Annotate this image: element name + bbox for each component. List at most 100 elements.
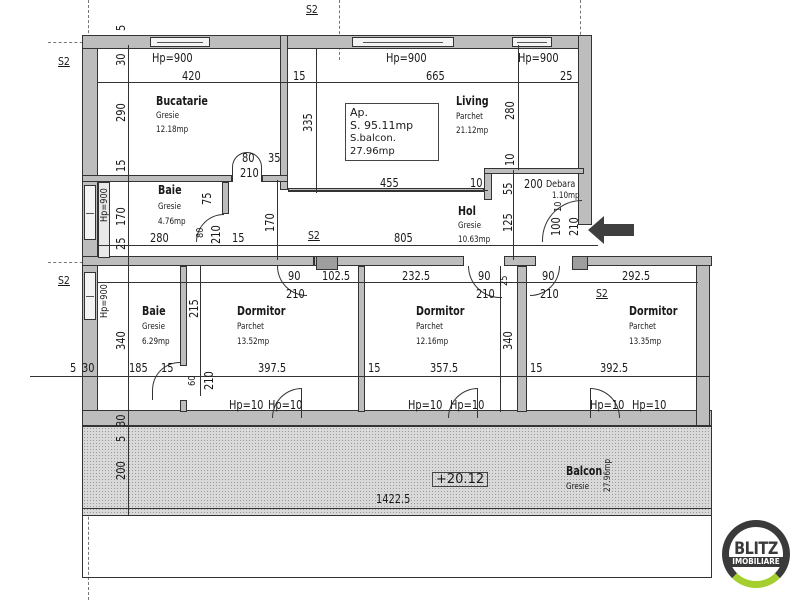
wall-right-outer	[578, 35, 592, 225]
dimension: 25	[499, 275, 510, 286]
room-area: 13.35mp	[629, 337, 662, 347]
dimension-line	[277, 180, 278, 260]
column	[572, 256, 588, 270]
dimension-line	[316, 48, 317, 193]
section-marker: S2	[306, 3, 318, 16]
room-material: Parchet	[416, 322, 444, 332]
balcony-area	[82, 426, 712, 516]
wall-room2-left	[358, 266, 365, 412]
dimension: 210	[240, 166, 259, 180]
dimension: 125	[501, 213, 515, 232]
axis-line	[48, 262, 88, 263]
wall-debara	[484, 170, 492, 200]
dimension-line	[98, 282, 698, 283]
dimension: 30	[82, 361, 95, 375]
window	[150, 37, 210, 47]
room-name-balcony: Balcon	[566, 464, 603, 478]
dimension: 210	[209, 225, 223, 244]
wall-mid-horizontal-4	[572, 256, 712, 266]
dimension: 280	[150, 231, 169, 245]
level-marker: +20.12	[432, 472, 489, 487]
axis-line	[48, 42, 88, 43]
window-height: Hp=10	[229, 398, 264, 412]
room-name-storage: Debara	[546, 179, 576, 190]
window-height: Hp=10	[408, 398, 443, 412]
dimension: 210	[202, 371, 216, 390]
balcony-outline	[82, 516, 712, 578]
dimension: 15	[368, 361, 381, 375]
wall-bottom	[82, 410, 712, 426]
section-marker: S2	[596, 287, 608, 300]
room-material: Gresie	[142, 322, 165, 332]
dimension: 210	[540, 287, 559, 301]
room-material: Gresie	[458, 221, 481, 231]
dimension-line	[518, 45, 519, 170]
room-name-bedroom-3: Dormitor	[629, 304, 678, 318]
wall-debara-top	[484, 168, 584, 174]
dimension: 340	[114, 331, 128, 350]
window-height: Hp=900	[518, 51, 559, 65]
room-material: Parchet	[629, 322, 657, 332]
wall-bath1-right	[222, 182, 229, 214]
dimension: 80	[195, 227, 206, 238]
room-name-bath2: Baie	[142, 304, 166, 318]
info-balcony-area: S.balcon. 27.96mp	[350, 133, 396, 157]
logo-text-sub: IMOBILIARE	[726, 557, 786, 567]
dimension: 335	[301, 113, 315, 132]
dimension: 200	[524, 177, 543, 191]
wall-bath2-right	[180, 266, 187, 366]
window-height: Hp=900	[152, 51, 193, 65]
dimension: 210	[567, 217, 581, 236]
section-marker: S2	[58, 55, 70, 68]
room-area: 12.18mp	[156, 125, 189, 135]
dimension: 215	[187, 299, 201, 318]
dimension: 35	[268, 151, 281, 165]
dimension-line	[500, 266, 501, 412]
dimension: 90	[478, 269, 491, 283]
dimension: 420	[182, 69, 201, 83]
wall-kitchen-bottom-r	[262, 175, 288, 182]
room-material: Parchet	[456, 112, 484, 122]
wall-kitchen-right	[280, 35, 288, 190]
dimension: 1422.5	[376, 492, 411, 506]
apartment-info-box: Ap. S. 95.11mp S.balcon. 27.96mp	[345, 103, 439, 161]
section-marker: S2	[58, 274, 70, 287]
dimension: 185	[129, 361, 148, 375]
dimension: 15	[293, 69, 306, 83]
logo-text-brand: BLITZ	[734, 539, 778, 559]
dimension-line	[288, 190, 488, 191]
info-label: Ap.	[350, 106, 369, 119]
column	[316, 256, 338, 270]
window-height: Hp=900	[99, 188, 110, 222]
dimension: 170	[114, 207, 128, 226]
door-arc[interactable]	[232, 152, 262, 182]
dimension-line	[513, 170, 514, 260]
dimension: 232.5	[402, 269, 431, 283]
dimension: 90	[542, 269, 555, 283]
dimension: 5	[70, 361, 77, 375]
dimension-line	[98, 245, 598, 246]
dimension: 170	[263, 213, 277, 232]
room-material: Gresie	[566, 482, 589, 492]
window-height: Hp=10	[632, 398, 667, 412]
room-area: 12.16mp	[416, 337, 449, 347]
window	[84, 272, 96, 320]
dimension: 10	[503, 153, 517, 166]
dimension: 805	[394, 231, 413, 245]
room-area: 13.52mp	[237, 337, 270, 347]
dimension: 357.5	[430, 361, 459, 375]
dimension: 15	[232, 231, 245, 245]
dimension-line	[98, 82, 578, 83]
section-marker: S2	[308, 229, 320, 242]
dimension-line	[128, 45, 129, 515]
room-material: Parchet	[237, 322, 265, 332]
window	[84, 185, 96, 240]
room-area: 1.10mp	[552, 191, 580, 201]
dimension: 200	[114, 461, 128, 480]
room-name-bedroom-2: Dormitor	[416, 304, 465, 318]
wall-bath2-right-low	[180, 400, 187, 412]
wall-mid-horizontal	[82, 256, 314, 266]
dimension: 10	[470, 176, 483, 190]
room-name-kitchen: Bucatarie	[156, 94, 208, 108]
dimension: 392.5	[600, 361, 629, 375]
